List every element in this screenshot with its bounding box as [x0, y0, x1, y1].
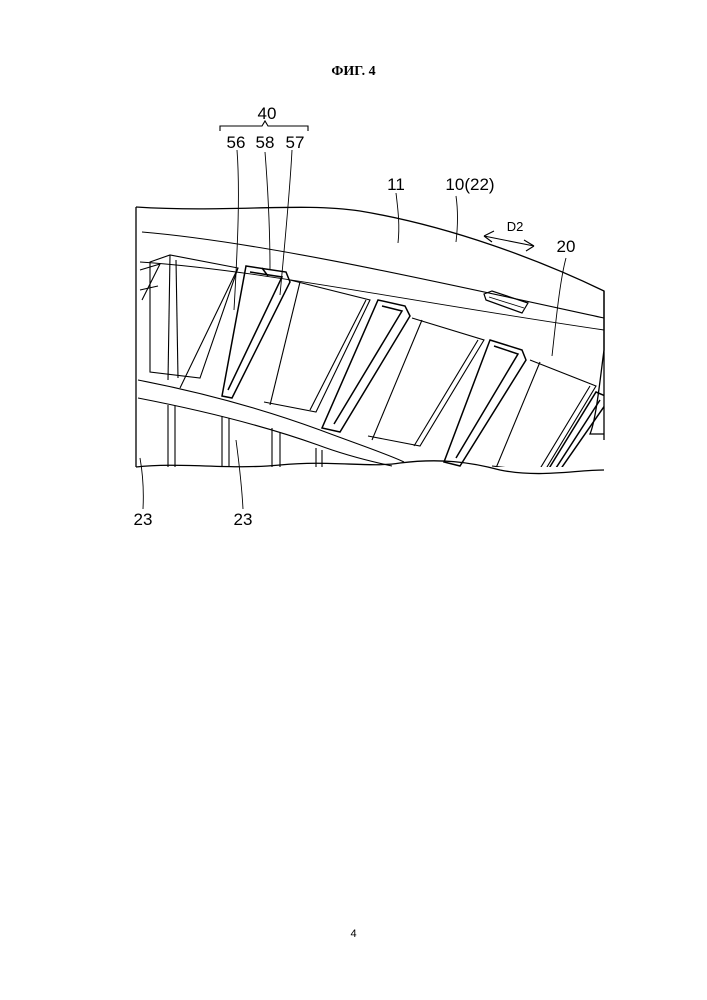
direction-arrow [484, 231, 534, 251]
label-40: 40 [258, 104, 277, 123]
label-57: 57 [286, 133, 305, 152]
label-d2: D2 [507, 219, 524, 234]
label-23-right: 23 [234, 510, 253, 529]
leader-lines [140, 150, 566, 509]
label-58: 58 [256, 133, 275, 152]
label-10-22: 10(22) [445, 175, 494, 194]
blade-6-frame [444, 340, 526, 466]
page-number: 4 [0, 928, 707, 940]
struts-23 [168, 405, 322, 467]
shroud-outline [136, 207, 604, 434]
hub-edge [140, 262, 604, 330]
blade-4-frame [322, 300, 410, 432]
blade-1 [150, 255, 238, 388]
label-20: 20 [557, 237, 576, 256]
label-23-left: 23 [134, 510, 153, 529]
broken-bottom-edge [136, 461, 604, 474]
label-56: 56 [227, 133, 246, 152]
inner-rim-top [142, 232, 604, 318]
label-11: 11 [387, 175, 405, 194]
blade-3 [264, 280, 370, 412]
